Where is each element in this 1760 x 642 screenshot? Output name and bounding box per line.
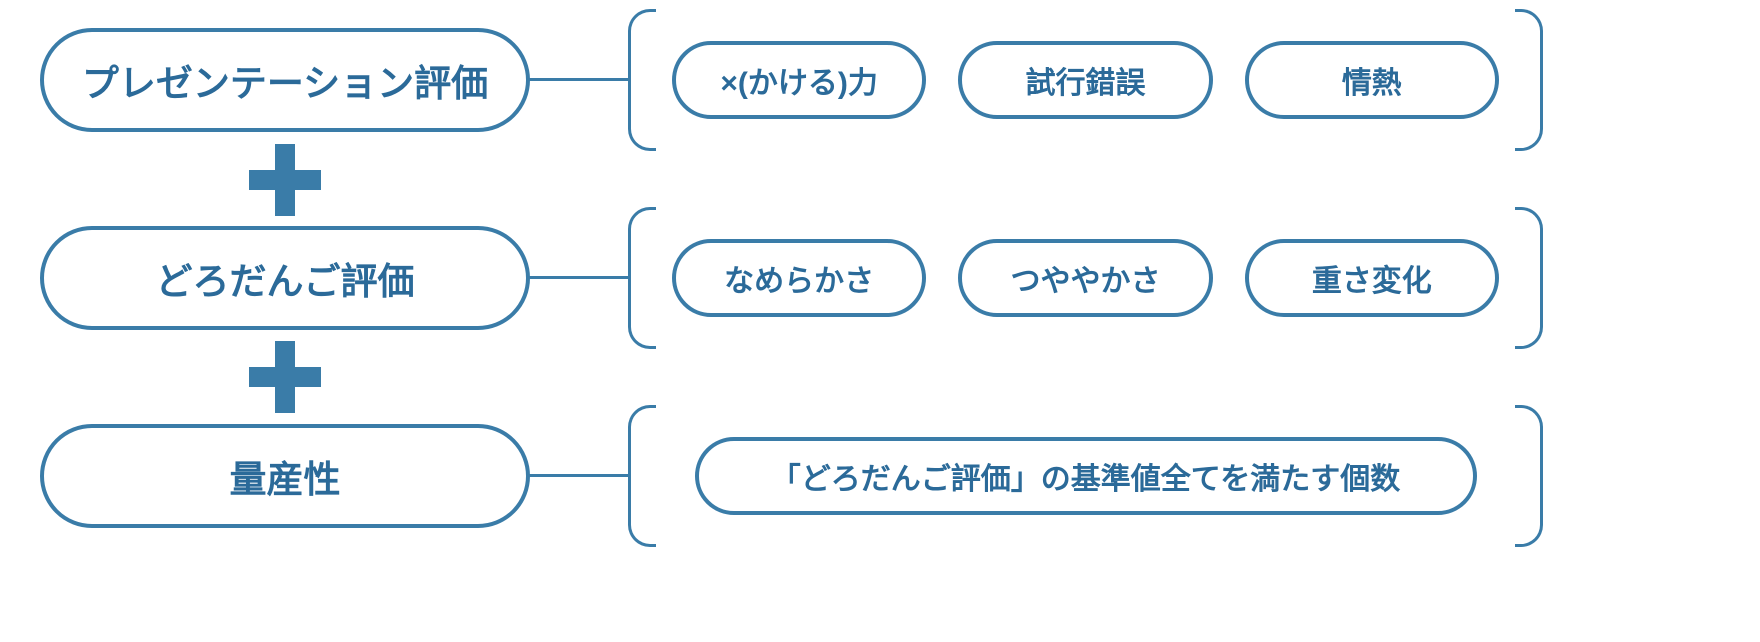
- criteria-items: なめらかさ つややかさ 重さ変化: [672, 207, 1499, 349]
- criteria-label: 「どろだんご評価」の基準値全てを満たす個数: [770, 463, 1401, 496]
- right-bracket-icon: [1515, 9, 1543, 151]
- criteria-pill: なめらかさ: [672, 239, 927, 317]
- plus-icon: [249, 341, 321, 413]
- left-bracket-icon: [628, 9, 656, 151]
- plus-icon: [249, 144, 321, 216]
- category-pill-productivity: 量産性: [40, 424, 530, 528]
- left-bracket-icon: [628, 405, 656, 547]
- category-label: 量産性: [229, 459, 341, 500]
- right-bracket-icon: [1515, 405, 1543, 547]
- criteria-pill: つややかさ: [958, 239, 1213, 317]
- criteria-items: 「どろだんご評価」の基準値全てを満たす個数: [672, 405, 1499, 547]
- criteria-pill: 重さ変化: [1244, 239, 1499, 317]
- criteria-pill: 情熱: [1244, 41, 1499, 119]
- criteria-items: ×(かける)力 試行錯誤 情熱: [672, 9, 1499, 151]
- criteria-label: なめらかさ: [724, 265, 875, 298]
- criteria-label: つややかさ: [1010, 265, 1161, 298]
- criteria-group-productivity: 「どろだんご評価」の基準値全てを満たす個数: [628, 405, 1543, 547]
- criteria-pill: 試行錯誤: [958, 41, 1213, 119]
- connector-line: [528, 276, 630, 279]
- criteria-group-dorodango: なめらかさ つややかさ 重さ変化: [628, 207, 1543, 349]
- category-pill-presentation: プレゼンテーション評価: [40, 28, 530, 132]
- criteria-label: 試行錯誤: [1025, 67, 1146, 100]
- connector-line: [528, 78, 630, 81]
- criteria-label: 重さ変化: [1311, 265, 1432, 298]
- category-label: どろだんご評価: [155, 261, 415, 302]
- row-productivity: 量産性 「どろだんご評価」の基準値全てを満たす個数: [0, 405, 1760, 547]
- criteria-group-presentation: ×(かける)力 試行錯誤 情熱: [628, 9, 1543, 151]
- criteria-label: 情熱: [1341, 67, 1402, 100]
- row-presentation: プレゼンテーション評価 ×(かける)力 試行錯誤 情熱: [0, 9, 1760, 151]
- connector-line: [528, 474, 630, 477]
- row-dorodango: どろだんご評価 なめらかさ つややかさ 重さ変化: [0, 207, 1760, 349]
- criteria-pill: ×(かける)力: [672, 41, 927, 119]
- criteria-pill: 「どろだんご評価」の基準値全てを満たす個数: [694, 437, 1477, 515]
- plus-vertical-bar: [275, 341, 295, 413]
- category-pill-dorodango: どろだんご評価: [40, 226, 530, 330]
- left-bracket-icon: [628, 207, 656, 349]
- right-bracket-icon: [1515, 207, 1543, 349]
- criteria-label: ×(かける)力: [720, 67, 878, 100]
- category-label: プレゼンテーション評価: [81, 63, 489, 104]
- plus-vertical-bar: [275, 144, 295, 216]
